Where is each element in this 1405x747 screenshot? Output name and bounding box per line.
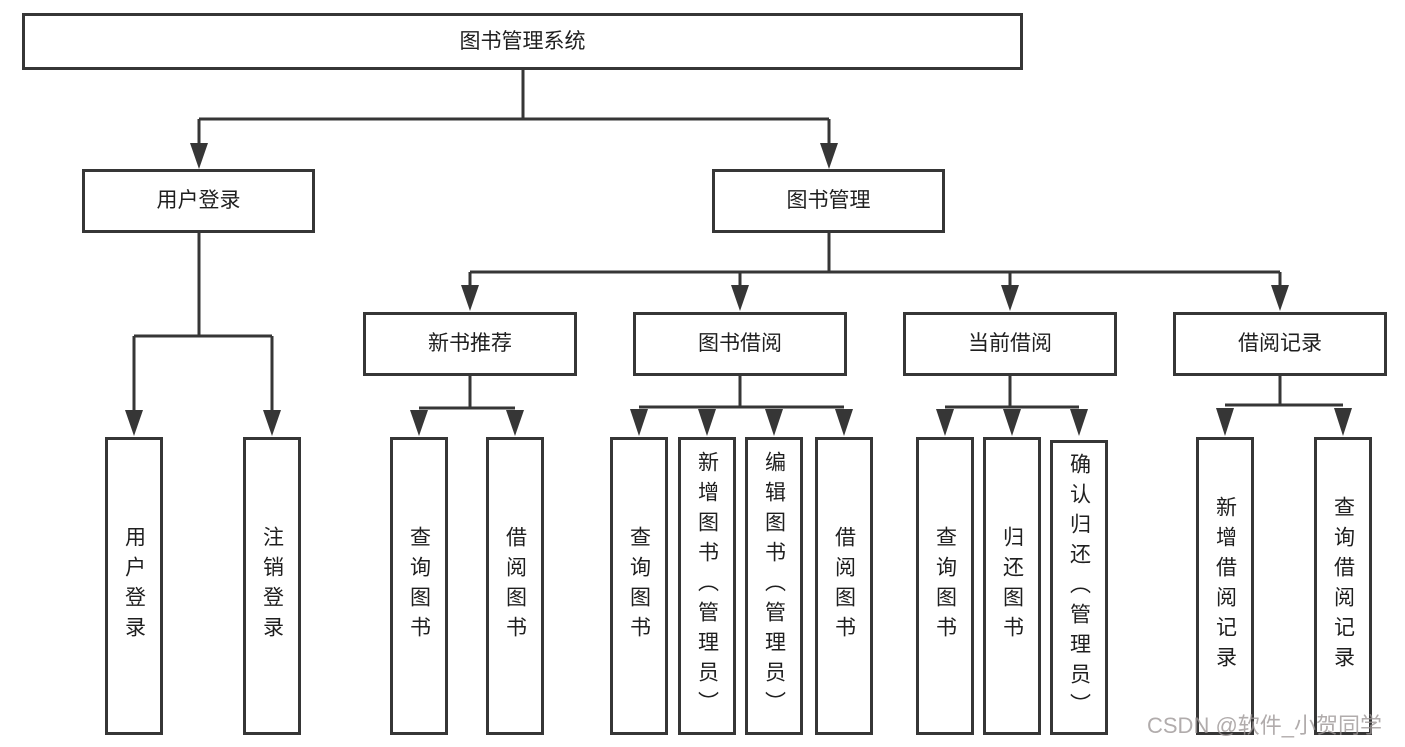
node-borrowing-records: 借阅记录 [1173,312,1387,376]
leaf-return-books: 归还图书 [983,437,1041,735]
leaf-edit-book-admin: 编辑图书（管理员） [745,437,803,735]
leaf-borrow-books-borrowing-label: 借阅图书 [832,526,856,646]
node-user-login: 用户登录 [82,169,315,233]
node-book-borrowing-label: 图书借阅 [698,332,782,356]
node-user-login-label: 用户登录 [156,189,241,213]
leaf-borrow-books-recommend: 借阅图书 [486,437,544,735]
leaf-query-books-recommend: 查询图书 [390,437,448,735]
node-book-borrowing: 图书借阅 [633,312,847,376]
node-current-borrowing: 当前借阅 [903,312,1117,376]
leaf-add-book-admin-label: 新增图书（管理员） [695,451,719,721]
node-book-management: 图书管理 [712,169,945,233]
leaf-query-borrow-record: 查询借阅记录 [1314,437,1372,735]
leaf-query-books-recommend-label: 查询图书 [407,526,431,646]
node-current-borrowing-label: 当前借阅 [968,332,1052,356]
leaf-confirm-return-admin-label: 确认归还（管理员） [1067,452,1091,723]
leaf-borrow-books-borrowing: 借阅图书 [815,437,873,735]
arrowheads [125,143,1352,436]
node-borrowing-records-label: 借阅记录 [1238,332,1322,356]
leaf-logout-label: 注销登录 [260,526,284,646]
node-root-label: 图书管理系统 [459,29,586,53]
node-book-management-label: 图书管理 [786,189,871,213]
leaf-query-books-current: 查询图书 [916,437,974,735]
leaf-logout: 注销登录 [243,437,301,735]
node-new-book-recommend-label: 新书推荐 [428,332,512,356]
leaf-query-books-current-label: 查询图书 [933,526,957,646]
node-new-book-recommend: 新书推荐 [363,312,577,376]
node-root: 图书管理系统 [22,13,1023,70]
leaf-return-books-label: 归还图书 [1000,526,1024,646]
leaf-user-login-label: 用户登录 [122,526,146,646]
leaf-add-borrow-record: 新增借阅记录 [1196,437,1254,735]
leaf-borrow-books-recommend-label: 借阅图书 [503,526,527,646]
leaf-query-books-borrowing: 查询图书 [610,437,668,735]
leaf-add-borrow-record-label: 新增借阅记录 [1213,496,1237,676]
leaf-user-login: 用户登录 [105,437,163,735]
leaf-query-borrow-record-label: 查询借阅记录 [1331,496,1355,676]
leaf-confirm-return-admin: 确认归还（管理员） [1050,440,1108,735]
leaf-edit-book-admin-label: 编辑图书（管理员） [762,451,786,721]
leaf-query-books-borrowing-label: 查询图书 [627,526,651,646]
leaf-add-book-admin: 新增图书（管理员） [678,437,736,735]
